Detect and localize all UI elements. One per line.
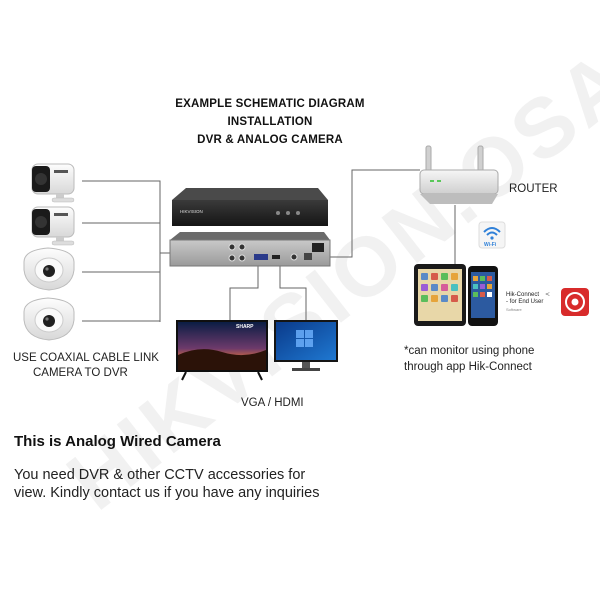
display-caption: VGA / HDMI — [241, 397, 304, 409]
tablet — [414, 264, 466, 326]
dvr-front: HIKVISION — [172, 188, 328, 226]
bullet-camera-1 — [31, 163, 75, 203]
app-category: Software — [506, 307, 523, 312]
hik-connect-app-icon — [561, 288, 589, 316]
description-heading: This is Analog Wired Camera — [14, 433, 221, 450]
share-icon: < — [545, 291, 550, 298]
app-name: Hik-Connect — [506, 292, 539, 298]
tv-cable — [229, 265, 259, 322]
monitor-cable — [279, 265, 307, 322]
tv-brand: SHARP — [236, 324, 254, 330]
phone — [468, 266, 498, 326]
dome-camera-1 — [23, 247, 75, 291]
diagram-title-line-3: DVR & ANALOG CAMERA — [197, 134, 343, 146]
camera-1-cable — [82, 180, 161, 322]
camera-caption-line-1: USE COAXIAL CABLE LINK — [13, 352, 159, 364]
wifi-icon: Wi-Fi — [478, 221, 506, 249]
router-cable — [328, 169, 420, 258]
app-listing: Hik-Connect - for End User Software < — [506, 291, 550, 312]
router — [419, 145, 499, 204]
dvr-back — [169, 232, 331, 267]
camera-caption-line-2: CAMERA TO DVR — [33, 367, 128, 379]
bullet-camera-2 — [31, 206, 75, 246]
router-label: ROUTER — [509, 183, 558, 195]
description-line-1: You need DVR & other CCTV accessories fo… — [14, 467, 306, 483]
wifi-label: Wi-Fi — [484, 242, 497, 248]
dvr-front-brand: HIKVISION — [180, 209, 203, 214]
tv: SHARP — [176, 320, 268, 381]
dome-camera-2 — [23, 297, 75, 341]
app-sub: - for End User — [506, 299, 543, 305]
phone-note-line-1: *can monitor using phone — [404, 345, 535, 357]
phone-note-line-2: through app Hik-Connect — [404, 361, 532, 373]
monitor — [274, 320, 338, 371]
diagram-title-line-1: EXAMPLE SCHEMATIC DIAGRAM — [175, 98, 365, 110]
connection-lines — [82, 169, 456, 322]
diagram-title-line-2: INSTALLATION — [227, 116, 313, 128]
description-line-2: view. Kindly contact us if you have any … — [14, 485, 320, 501]
